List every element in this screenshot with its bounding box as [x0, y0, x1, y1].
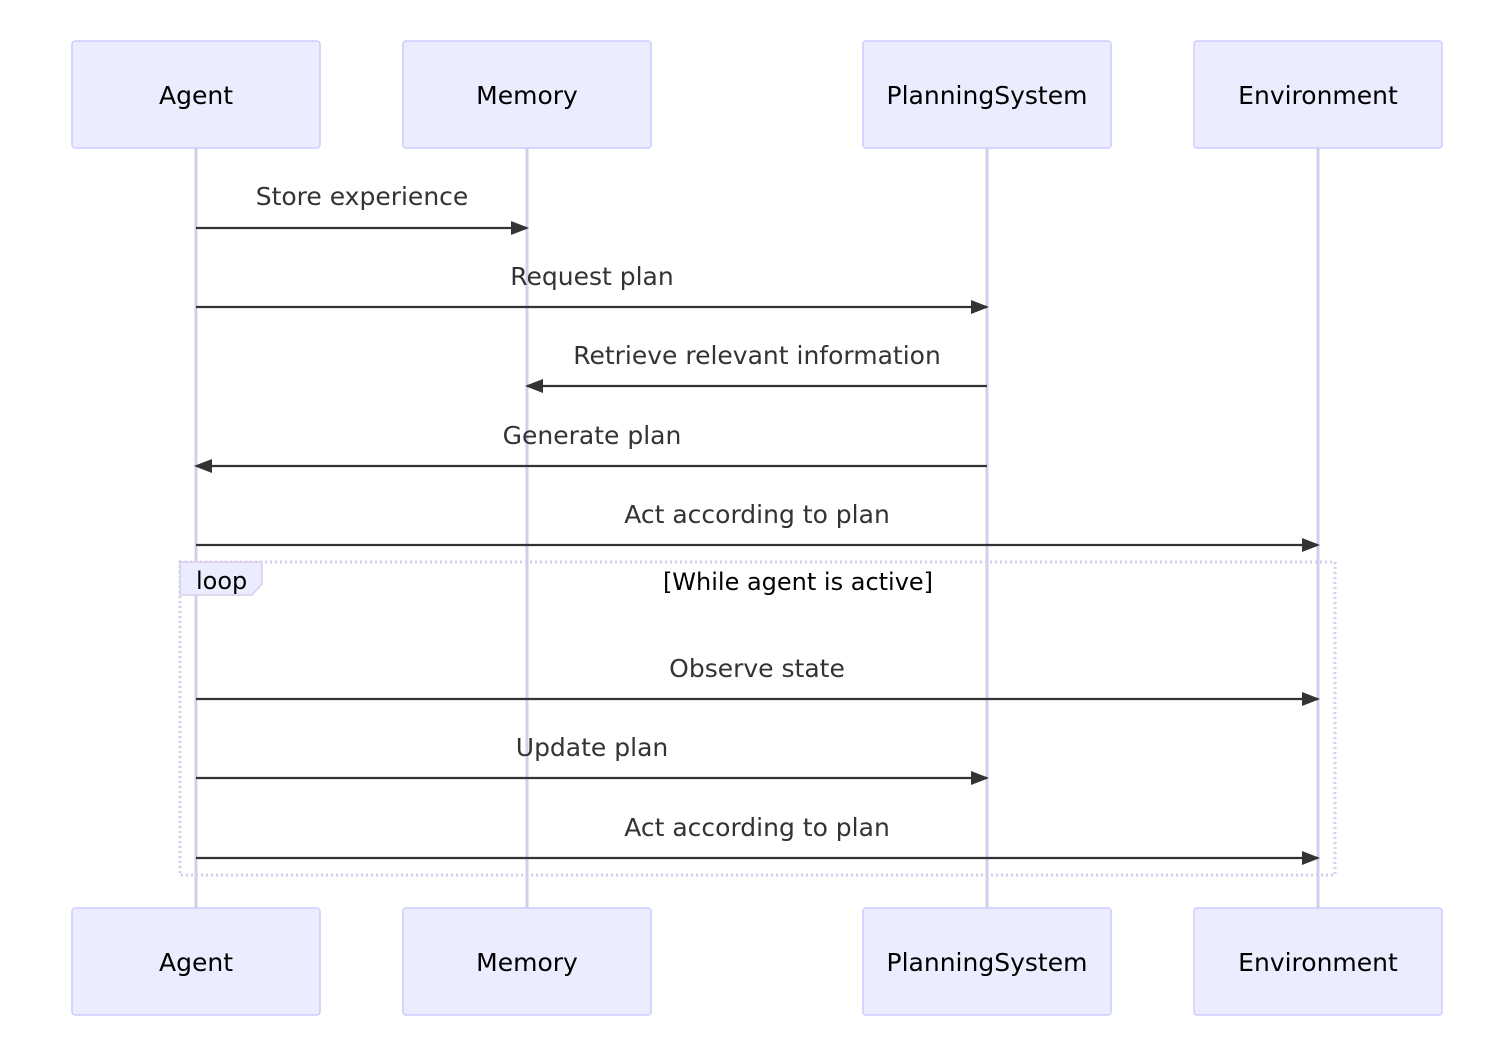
participant-box — [71, 907, 321, 1016]
participant-label: Memory — [476, 81, 578, 110]
message-label: Update plan — [516, 733, 668, 762]
participant-label: Environment — [1238, 948, 1398, 977]
participant-planningsystem-bottom: PlanningSystem — [862, 907, 1112, 1016]
participant-box — [1193, 907, 1443, 1016]
participant-agent-bottom: Agent — [71, 907, 321, 1016]
participant-memory-top: Memory — [402, 40, 652, 149]
participant-box — [862, 40, 1112, 149]
message-label: Act according to plan — [624, 500, 890, 529]
loop-frame: loop [While agent is active] — [178, 560, 1337, 877]
message-label: Request plan — [510, 262, 673, 291]
loop-label: loop — [196, 567, 247, 595]
participant-environment-top: Environment — [1193, 40, 1443, 149]
message-label: Store experience — [256, 182, 469, 211]
participant-box — [402, 907, 652, 1016]
participant-box — [71, 40, 321, 149]
participant-memory-bottom: Memory — [402, 907, 652, 1016]
participant-box — [862, 907, 1112, 1016]
participant-box — [402, 40, 652, 149]
lifelines — [194, 148, 1320, 908]
participant-label: Memory — [476, 948, 578, 977]
participant-label: Agent — [159, 948, 233, 977]
message-label: Observe state — [669, 654, 845, 683]
message-label: Retrieve relevant information — [573, 341, 941, 370]
participant-label: PlanningSystem — [887, 948, 1088, 977]
loop-tab — [179, 561, 263, 596]
messages: Store experience Request plan Retrieve r… — [194, 182, 1320, 865]
participant-planningsystem-top: PlanningSystem — [862, 40, 1112, 149]
participant-agent-top: Agent — [71, 40, 321, 149]
participants-bottom: Agent Memory PlanningSystem Environment — [71, 907, 1443, 1016]
participant-label: Agent — [159, 81, 233, 110]
participants-top: Agent Memory PlanningSystem Environment — [71, 40, 1443, 149]
participant-label: PlanningSystem — [887, 81, 1088, 110]
loop-box — [178, 560, 1337, 877]
participant-environment-bottom: Environment — [1193, 907, 1443, 1016]
message-label: Act according to plan — [624, 813, 890, 842]
loop-condition: [While agent is active] — [663, 568, 933, 596]
participant-box — [1193, 40, 1443, 149]
participant-label: Environment — [1238, 81, 1398, 110]
message-label: Generate plan — [503, 421, 682, 450]
